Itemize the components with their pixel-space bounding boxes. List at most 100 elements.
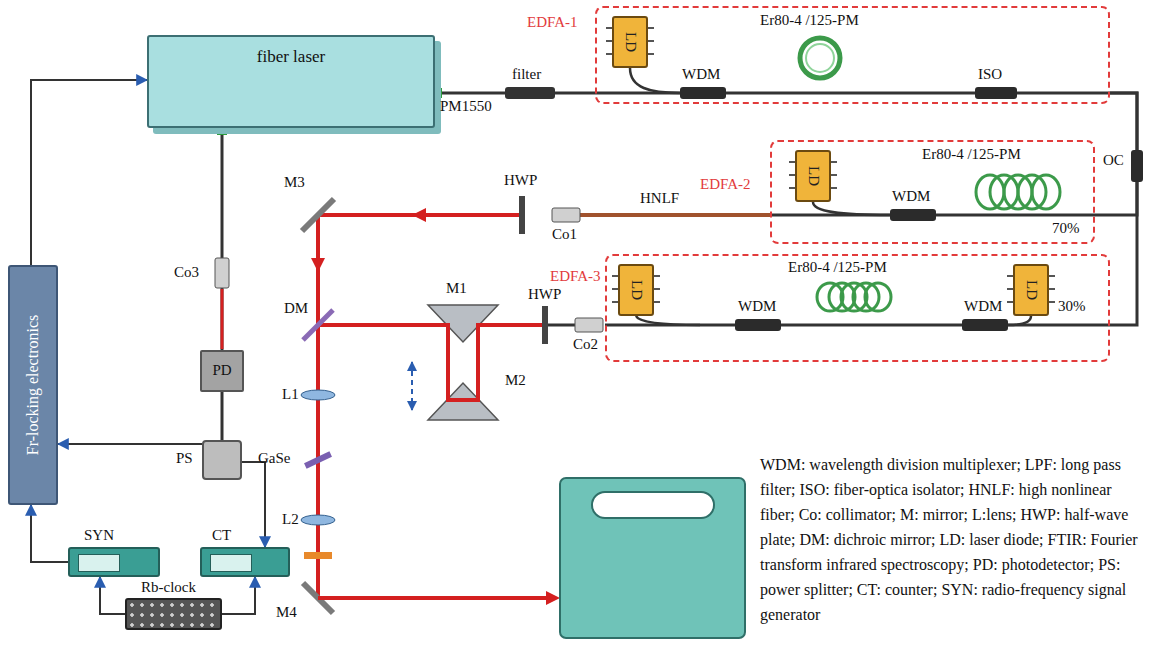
lens xyxy=(301,515,335,525)
fiber xyxy=(636,316,700,325)
part-label: filter xyxy=(512,66,541,83)
laser-beam xyxy=(221,289,224,349)
node-label: LD xyxy=(1022,280,1039,300)
diode-pin xyxy=(1049,288,1055,290)
part-label: M1 xyxy=(446,280,467,297)
part-label: PM1550 xyxy=(440,98,492,115)
diode-pin xyxy=(1049,275,1055,277)
part-label: Co3 xyxy=(174,264,199,281)
wdm-cylinder xyxy=(680,87,726,99)
signal-cable xyxy=(58,443,202,445)
abbreviation-note: WDM: wavelength division multiplexer; LP… xyxy=(760,452,1145,627)
coil-turn xyxy=(865,283,891,311)
coil-turn xyxy=(1032,175,1060,209)
half-wave-plate xyxy=(519,196,525,234)
fiber-coil xyxy=(806,44,834,72)
half-wave-plate xyxy=(542,306,548,344)
node-heading: PS xyxy=(176,450,193,467)
ftir-window xyxy=(592,492,714,518)
locking-electronics: Fr-locking electronics xyxy=(8,265,58,505)
part-label: 70% xyxy=(1052,220,1080,237)
part-label: WDM xyxy=(682,66,720,83)
fiber-coil xyxy=(976,175,1060,209)
diode-pin xyxy=(648,53,654,55)
collimator xyxy=(575,318,603,332)
node-label: Fr-locking electronics xyxy=(24,315,42,456)
laser-diode: LD xyxy=(795,150,831,202)
part-label: M2 xyxy=(505,372,526,389)
device-screen xyxy=(210,554,252,572)
laser-diode: LD xyxy=(1013,264,1049,316)
ftir-instrument xyxy=(560,478,745,638)
node-heading: EDFA-3 xyxy=(550,268,601,285)
part-label: 30% xyxy=(1058,298,1086,315)
diode-pin xyxy=(648,27,654,29)
laser-beam xyxy=(316,215,320,598)
diode-pin xyxy=(1049,301,1055,303)
node-heading: CT xyxy=(212,527,231,544)
node-label: LD xyxy=(621,32,638,52)
part-label: WDM xyxy=(738,298,776,315)
diode-pin xyxy=(648,40,654,42)
signal-cable xyxy=(31,80,147,265)
fiber-coil xyxy=(800,38,840,78)
fiber-link xyxy=(221,392,224,440)
collimator xyxy=(215,258,229,288)
part-label: HWP xyxy=(528,286,561,303)
fiber xyxy=(1008,316,1031,325)
part-label: Er80-4 /125-PM xyxy=(922,146,1021,163)
node-heading: EDFA-1 xyxy=(527,14,578,31)
part-label: Co1 xyxy=(552,226,577,243)
part-label: Co2 xyxy=(573,336,598,353)
rubidium-clock: Rb-clock xyxy=(125,598,222,630)
part-label: WDM xyxy=(892,188,930,205)
diode-pin xyxy=(831,174,837,176)
part-label: ISO xyxy=(978,66,1002,83)
filter-cylinder xyxy=(505,87,555,99)
hnlf-fiber xyxy=(580,213,770,217)
power-splitter: PS xyxy=(202,440,242,480)
signal-cable xyxy=(222,577,255,614)
part-label: OC xyxy=(1103,152,1124,169)
signal-generator: SYN xyxy=(68,547,160,577)
fiber-coil xyxy=(817,283,891,311)
part-label: L1 xyxy=(282,386,299,403)
fiber xyxy=(813,202,890,215)
wdm-cylinder xyxy=(890,209,936,221)
wdm-cylinder xyxy=(962,319,1008,331)
node-label: fiber laser xyxy=(257,47,325,67)
part-label: L2 xyxy=(282,511,299,528)
diode-pin xyxy=(654,288,660,290)
fiber xyxy=(630,68,680,93)
node-heading: EDFA-2 xyxy=(700,176,751,193)
laser-diode: LD xyxy=(612,16,648,68)
diode-pins xyxy=(606,28,1055,302)
counter: CT xyxy=(200,547,290,577)
beam-arrow xyxy=(546,591,560,605)
part-label: Er80-4 /125-PM xyxy=(760,12,859,29)
laser-beam xyxy=(318,596,548,600)
translation-arrow xyxy=(411,362,413,410)
fiber-link xyxy=(1095,93,1137,215)
mirror xyxy=(302,199,334,231)
node-heading: SYN xyxy=(84,527,114,544)
node-label: LD xyxy=(627,280,644,300)
beam-arrow xyxy=(311,258,325,272)
coupler xyxy=(1131,150,1143,182)
node-label: LD xyxy=(804,166,821,186)
photodetector: PD xyxy=(200,350,244,392)
signal-cable xyxy=(31,505,68,562)
part-label: WDM xyxy=(964,298,1002,315)
diode-pin xyxy=(831,161,837,163)
diode-pin xyxy=(654,275,660,277)
part-label: HNLF xyxy=(640,190,679,207)
signal-cable xyxy=(100,577,125,614)
part-label: DM xyxy=(284,300,308,317)
laser-beam xyxy=(318,325,542,400)
diode-pin xyxy=(831,187,837,189)
lens xyxy=(301,390,335,400)
laser-box: fiber laser xyxy=(147,35,435,128)
diode-pin xyxy=(654,301,660,303)
part-label: GaSe xyxy=(258,450,291,467)
